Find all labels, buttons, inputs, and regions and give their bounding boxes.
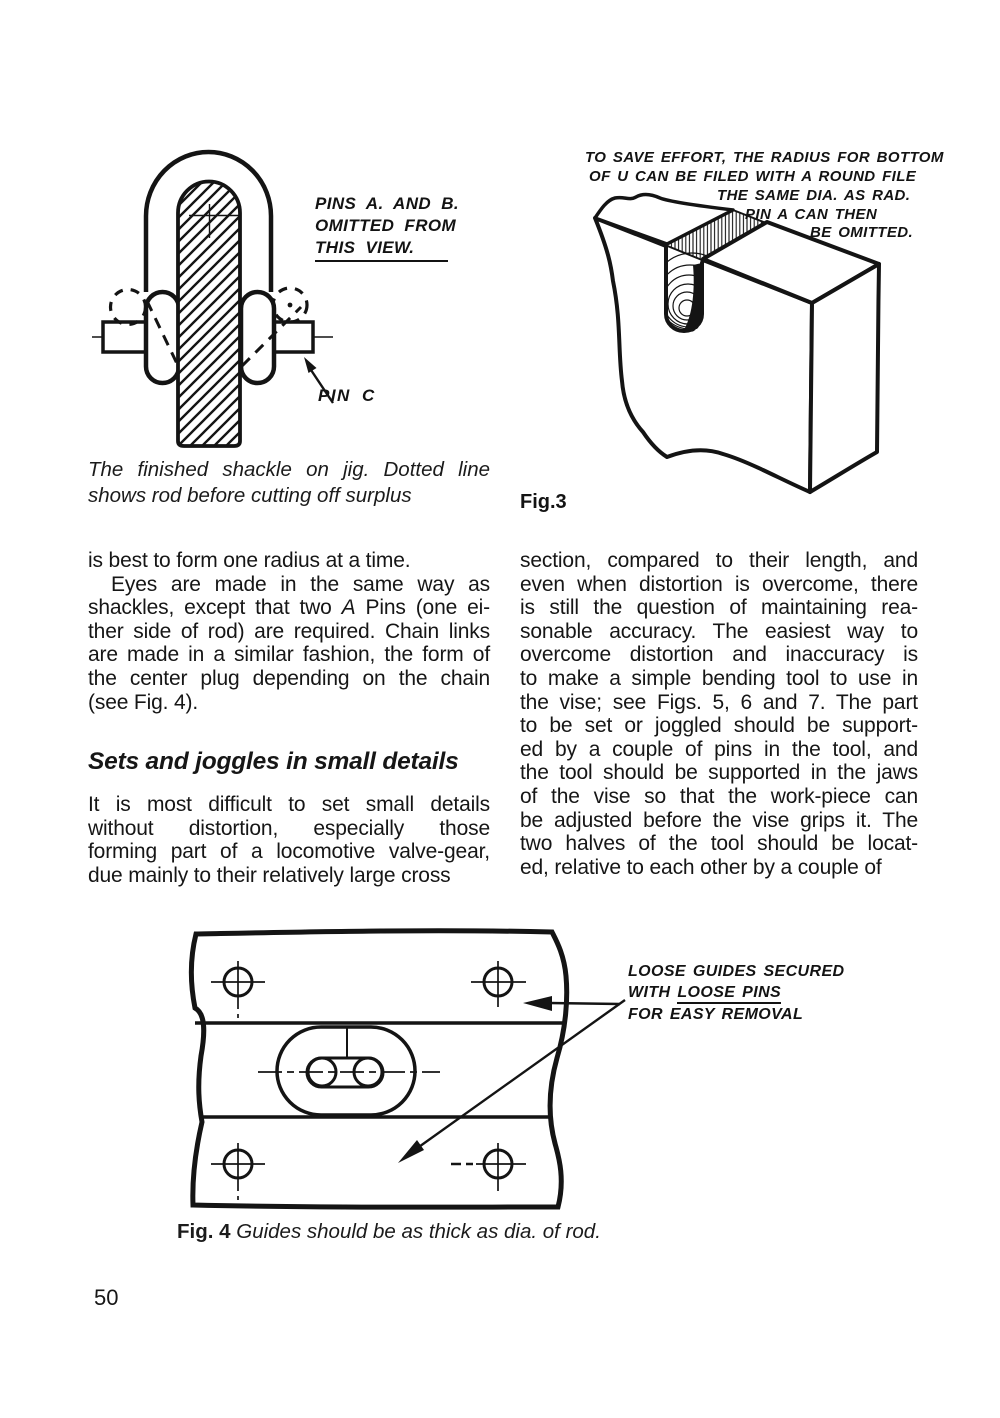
fig3-drawing bbox=[593, 192, 881, 494]
text-line: to be set or joggled should be support- bbox=[520, 714, 918, 738]
text-line: is best to form one radius at a time. bbox=[88, 549, 411, 572]
leader-line-diagonal bbox=[408, 999, 626, 1155]
fig3-note-line: TO SAVE EFFORT, THE RADIUS FOR BOTTOM bbox=[585, 149, 944, 166]
shackle-caption: The finished shackle on jig. Dotted line… bbox=[88, 457, 490, 508]
shackle-note-line: OMITTED FROM bbox=[315, 216, 457, 235]
pin-hole-top-left bbox=[211, 961, 265, 1018]
underlined-span: LOOSE PINS bbox=[677, 984, 782, 1004]
fig3-note-line: OF U CAN BE FILED WITH A ROUND FILE bbox=[589, 168, 917, 185]
text-span: Pins (one ei- bbox=[355, 596, 490, 620]
text-line: without distortion, especially those bbox=[88, 816, 490, 840]
pin-hole-bottom-right bbox=[451, 1143, 526, 1191]
caption-line: The finished shackle on jig. Dotted line bbox=[88, 458, 490, 481]
fig3-label: Fig.3 bbox=[520, 491, 567, 513]
jig-lug-left bbox=[143, 289, 182, 386]
fig4-note-line: WITH LOOSE PINS bbox=[628, 982, 782, 1004]
fig4-note-line: LOOSE GUIDES SECURED bbox=[628, 963, 845, 980]
shackle-rod-hatch bbox=[176, 179, 242, 448]
caption-line: shows rod before cutting off surplus bbox=[88, 483, 412, 507]
pin-hole-bottom-left bbox=[211, 1143, 265, 1207]
text-line: section, compared to their length, and bbox=[520, 549, 918, 572]
text-line: even when distortion is overcome, there bbox=[520, 572, 918, 596]
dashed-surplus-right bbox=[240, 305, 303, 368]
left-column: is best to form one radius at a time. Ey… bbox=[88, 549, 490, 888]
text-line: the vise; see Figs. 5, 6 and 7. The part bbox=[520, 690, 918, 714]
leader-arrowhead-horizontal bbox=[523, 996, 552, 1011]
pin-hole-top-right bbox=[471, 961, 526, 1007]
text-line: to make a simple bending tool to use in bbox=[520, 666, 918, 690]
text-line: sonable accuracy. The easiest way to bbox=[520, 619, 918, 643]
text-line: due mainly to their relatively large cro… bbox=[88, 863, 451, 887]
pin-c-left bbox=[101, 320, 149, 354]
text-line: forming part of a locomotive valve-gear, bbox=[88, 840, 490, 864]
text-line: the tool should be supported in the jaws bbox=[520, 761, 918, 785]
fig4-caption: Fig. 4 Guides should be as thick as dia.… bbox=[177, 1220, 637, 1244]
text-span-italic: A bbox=[341, 596, 356, 620]
text-line: ed, relative to each other by a couple o… bbox=[520, 855, 882, 879]
text-line: Eyes are made in the same way as bbox=[111, 572, 490, 596]
text-line: shackles, except that two A Pins (one ei… bbox=[88, 596, 490, 620]
block-right-face bbox=[808, 262, 881, 494]
fig3-note-line: THE SAME DIA. AS RAD. bbox=[717, 187, 911, 204]
fig3-note-line: BE OMITTED. bbox=[810, 224, 914, 241]
text-line: It is most difficult to set small detail… bbox=[88, 793, 490, 817]
text-line: are made in a similar fashion, the form … bbox=[88, 643, 490, 667]
text-line: ther side of rod) are required. Chain li… bbox=[88, 619, 490, 643]
dashed-surplus-left bbox=[145, 300, 183, 373]
text-line: (see Fig. 4). bbox=[88, 690, 199, 714]
shackle-note-line: THIS VIEW. bbox=[315, 238, 415, 257]
pin-c-arrow-line bbox=[310, 369, 334, 404]
text-line: two halves of the tool should be locat- bbox=[520, 832, 918, 856]
dotted-rod-left bbox=[108, 287, 148, 327]
slot-shadow bbox=[684, 263, 703, 331]
block-top-left-face bbox=[593, 192, 735, 246]
text-line: of the vise so that the work-piece can bbox=[520, 784, 918, 808]
jig-arch-outline bbox=[143, 149, 274, 292]
text-line: ed by a couple of pins in the tool, and bbox=[520, 737, 918, 761]
text-line: overcome distortion and inaccuracy is bbox=[520, 643, 918, 667]
page-number: 50 bbox=[94, 1285, 119, 1310]
note-underline bbox=[315, 260, 448, 262]
pin-c-label: PIN C bbox=[318, 386, 376, 405]
leader-line-horizontal bbox=[548, 1001, 621, 1006]
text-span: WITH bbox=[628, 984, 678, 1001]
center-dot bbox=[287, 302, 293, 308]
shackle-jig-drawing bbox=[92, 149, 334, 448]
right-column: section, compared to their length, and e… bbox=[520, 549, 918, 879]
leader-arrowhead-diagonal bbox=[398, 1140, 424, 1163]
text-line: the center plug depending on the chain bbox=[88, 666, 490, 690]
fig4-caption-text: Guides should be as thick as dia. of rod… bbox=[230, 1220, 601, 1243]
fig4-caption-label: Fig. 4 bbox=[177, 1220, 231, 1243]
text-line: be adjusted before the vise grips it. Th… bbox=[520, 808, 918, 832]
section-heading: Sets and joggles in small details bbox=[88, 748, 459, 776]
shackle-note-line: PINS A. AND B. bbox=[315, 194, 460, 213]
text-span: shackles, except that two bbox=[88, 596, 342, 620]
fig4-drawing bbox=[188, 928, 626, 1210]
fig4-note-line: FOR EASY REMOVAL bbox=[628, 1006, 804, 1023]
pin-c-arrowhead bbox=[304, 357, 317, 373]
block-front-face bbox=[593, 216, 814, 494]
pin-c-right bbox=[270, 320, 315, 354]
text-line: is still the question of maintaining rea… bbox=[520, 596, 918, 620]
fig3-note-line: PIN A CAN THEN bbox=[745, 206, 878, 223]
